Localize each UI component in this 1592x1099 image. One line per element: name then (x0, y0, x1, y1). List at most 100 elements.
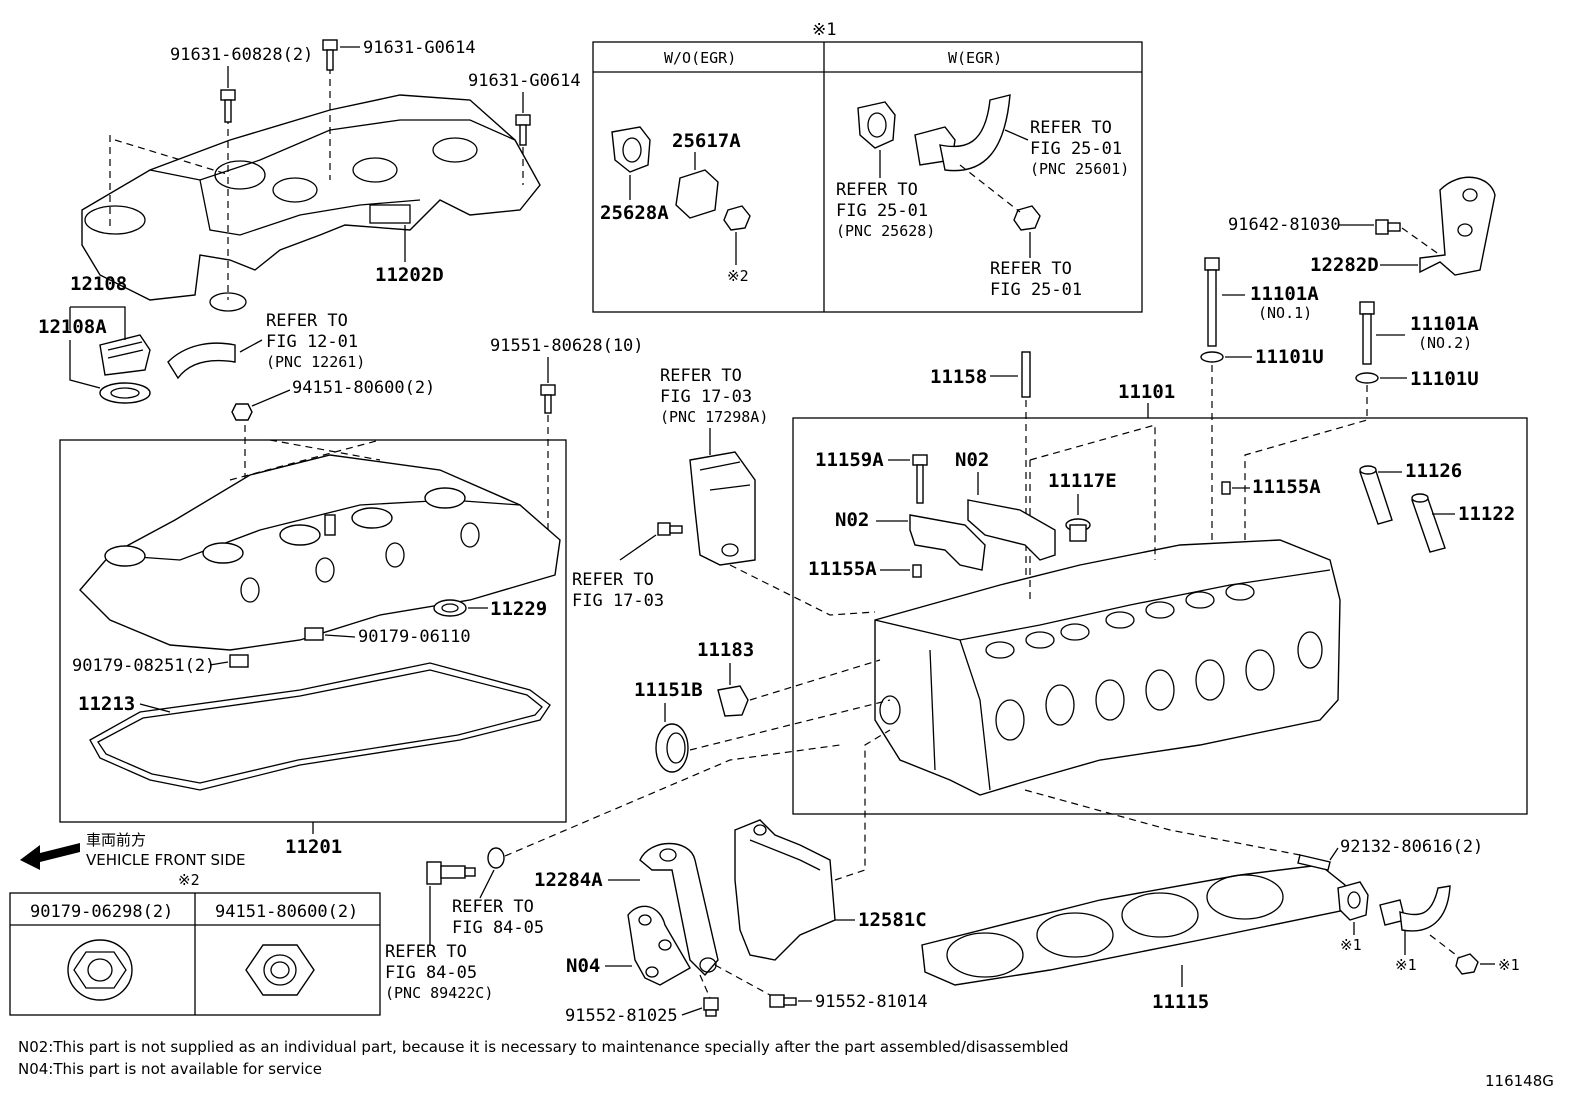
seal-11229[interactable] (433, 599, 467, 617)
label-11151B: 11151B (634, 679, 703, 701)
engine-cover-11202D[interactable] (81, 94, 541, 312)
plug-11117E[interactable] (1065, 518, 1091, 542)
nut-table-marker: ※2 (178, 871, 200, 889)
label-91631-G0614-a: 91631-G0614 (363, 38, 476, 58)
label-12284A: 12284A (534, 869, 603, 891)
bolt-91631-G0614-b[interactable] (515, 114, 531, 146)
pin-11155A-b[interactable] (912, 564, 922, 578)
washer-11101U-2[interactable] (1355, 372, 1379, 384)
camshaft-bearing-cap-N02-b[interactable] (909, 514, 986, 571)
egr-ref-c1: REFER TO (990, 259, 1072, 279)
egr-box-marker: ※1 (812, 20, 836, 40)
egr-options-box (592, 41, 1143, 313)
nut-star2[interactable] (723, 205, 751, 231)
front-label-en: VEHICLE FRONT SIDE (86, 851, 246, 869)
label-no2: (NO.2) (1418, 334, 1472, 352)
label-star1-a: ※1 (1340, 936, 1362, 954)
egr-ref-a1: REFER TO (836, 180, 918, 200)
nut-25-01[interactable] (1013, 205, 1041, 231)
bolt-91642-81030[interactable] (1375, 219, 1401, 235)
bolt-11159A[interactable] (912, 454, 928, 504)
plug-11183[interactable] (717, 685, 749, 717)
label-star2: ※2 (727, 267, 749, 285)
nut-table-col1: 90179-06298(2) (30, 902, 173, 922)
gasket-25628A[interactable] (611, 126, 651, 173)
egr-pipe-bottom[interactable] (1379, 885, 1451, 932)
guide-11122[interactable] (1411, 493, 1446, 553)
egr-ref-b2: FIG 25-01 (1030, 139, 1122, 159)
gasket-25628[interactable] (857, 101, 896, 149)
egr-pipe-25601[interactable] (914, 94, 1011, 172)
label-11155A-b: 11155A (808, 558, 877, 580)
nut-table-col2: 94151-80600(2) (215, 902, 358, 922)
nut-94151-80600-detail[interactable] (245, 944, 315, 996)
label-N04: N04 (566, 955, 600, 977)
egr-col-w: W(EGR) (948, 49, 1002, 67)
label-25617A: 25617A (672, 130, 741, 152)
cover-plate-12581C[interactable] (734, 819, 836, 961)
refer-12-01-line3: (PNC 12261) (266, 353, 365, 371)
camshaft-bearing-cap-N02-a[interactable] (967, 499, 1056, 561)
gasket-84-05[interactable] (487, 847, 505, 869)
cylinder-head[interactable] (874, 539, 1341, 796)
label-11183: 11183 (697, 639, 754, 661)
head-gasket-11115[interactable] (921, 864, 1346, 986)
pin-11155A-a[interactable] (1221, 481, 1231, 495)
label-N02-a: N02 (955, 449, 989, 471)
vehicle-front-arrow (20, 843, 80, 870)
refer-17-03-line2: FIG 17-03 (660, 387, 752, 407)
refer-17-03-line3: (PNC 17298A) (660, 408, 768, 426)
bracket-12282D[interactable] (1419, 176, 1496, 276)
head-bolt-11101A-no2[interactable] (1359, 301, 1375, 365)
bolt-91631-60828[interactable] (220, 89, 236, 123)
label-11101U-1: 11101U (1255, 346, 1324, 368)
label-11115: 11115 (1152, 991, 1209, 1013)
egr-gasket-bottom[interactable] (1337, 881, 1369, 921)
label-12108A: 12108A (38, 316, 107, 338)
refer-12-01-line1: REFER TO (266, 311, 348, 331)
plate-25617A[interactable] (675, 169, 719, 219)
cylinder-head-cover[interactable] (79, 454, 561, 651)
bracket-N04[interactable] (627, 905, 691, 986)
bracket-17298A[interactable] (689, 451, 756, 566)
bolt-91551-80628[interactable] (540, 384, 556, 414)
label-11229: 11229 (490, 598, 547, 620)
guide-11126[interactable] (1359, 465, 1393, 525)
hanger-12284A[interactable] (639, 842, 719, 977)
cylinder-head-group-box-11101 (792, 417, 1528, 815)
refer-17-03-line5: FIG 17-03 (572, 591, 664, 611)
bolt-91552-81014[interactable] (769, 994, 797, 1008)
footnote-n02: N02:This part is not supplied as an indi… (18, 1038, 1069, 1056)
sensor-89422C[interactable] (426, 861, 476, 885)
label-90179-06110: 90179-06110 (358, 627, 471, 647)
grommet-90179-06110[interactable] (304, 627, 324, 641)
nut-bottom[interactable] (1455, 953, 1479, 975)
bolt-91552-81025[interactable] (703, 997, 719, 1017)
bolt-17-03[interactable] (657, 522, 683, 536)
label-91631-60828: 91631-60828(2) (170, 45, 313, 65)
label-11117E: 11117E (1048, 470, 1117, 492)
figure-id: 116148G (1485, 1072, 1554, 1090)
hose-12261[interactable] (167, 342, 236, 380)
gasket-11213[interactable] (89, 662, 551, 791)
label-92132-80616: 92132-80616(2) (1340, 837, 1483, 857)
nut-94151-80600[interactable] (231, 403, 253, 421)
washer-11101U-1[interactable] (1200, 351, 1224, 363)
stud-11158[interactable] (1021, 351, 1031, 398)
label-90179-08251: 90179-08251(2) (72, 656, 215, 676)
grommet-90179-08251[interactable] (229, 654, 249, 668)
head-bolt-11101A-no1[interactable] (1204, 257, 1220, 347)
label-star1-b: ※1 (1395, 956, 1417, 974)
label-12282D: 12282D (1310, 254, 1379, 276)
refer-84-05-line3: REFER TO (385, 942, 467, 962)
label-25628A: 25628A (600, 202, 669, 224)
label-12581C: 12581C (858, 909, 927, 931)
oil-filler-cap-12108A[interactable] (99, 334, 151, 404)
egr-ref-a3: (PNC 25628) (836, 222, 935, 240)
nut-90179-06298[interactable] (67, 939, 133, 1001)
refer-17-03-line1: REFER TO (660, 366, 742, 386)
bolt-91631-G0614-a[interactable] (322, 39, 338, 71)
oil-seal-11151B[interactable] (655, 723, 689, 773)
egr-col-wo: W/O(EGR) (664, 49, 736, 67)
stud-92132-80616[interactable] (1297, 854, 1331, 871)
